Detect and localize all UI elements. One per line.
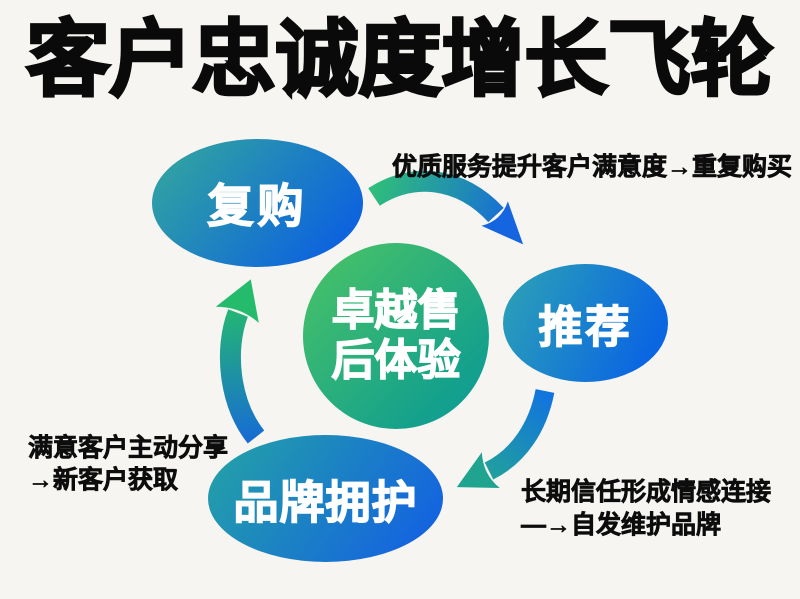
arrow-recommend-to-advocacy xyxy=(456,388,555,488)
hub-label-line2: 后体验 xyxy=(331,336,461,385)
annotation-bottom-right: 长期信任形成情感连接 —→自发维护品牌 xyxy=(521,476,772,541)
hub-circle: 卓越售 后体验 xyxy=(303,243,489,429)
annotation-left-line1: 满意客户主动分享 xyxy=(28,434,229,463)
page-title: 客户忠诚度增长飞轮 xyxy=(25,11,775,107)
annotation-left: 满意客户主动分享 →新客户获取 xyxy=(28,432,229,496)
node-advocacy-label: 品牌拥护 xyxy=(233,476,418,528)
annotation-left-line2: →新客户获取 xyxy=(28,466,179,495)
annotation-bottom-right-line1: 长期信任形成情感连接 xyxy=(521,478,772,507)
hub-label-line1: 卓越售 xyxy=(331,286,461,335)
node-advocacy: 品牌拥护 xyxy=(208,435,443,562)
annotation-bottom-right-line2: —→自发维护品牌 xyxy=(521,510,722,539)
annotation-top: 优质服务提升客户满意度→重复购买 xyxy=(392,153,793,182)
node-repurchase: 复购 xyxy=(152,139,363,267)
node-repurchase-label: 复购 xyxy=(207,179,308,232)
node-recommend-label: 推荐 xyxy=(538,302,633,352)
arrow-repurchase-to-recommend xyxy=(368,170,524,245)
node-recommend: 推荐 xyxy=(503,264,668,382)
arrow-advocacy-to-repurchase xyxy=(215,279,265,444)
